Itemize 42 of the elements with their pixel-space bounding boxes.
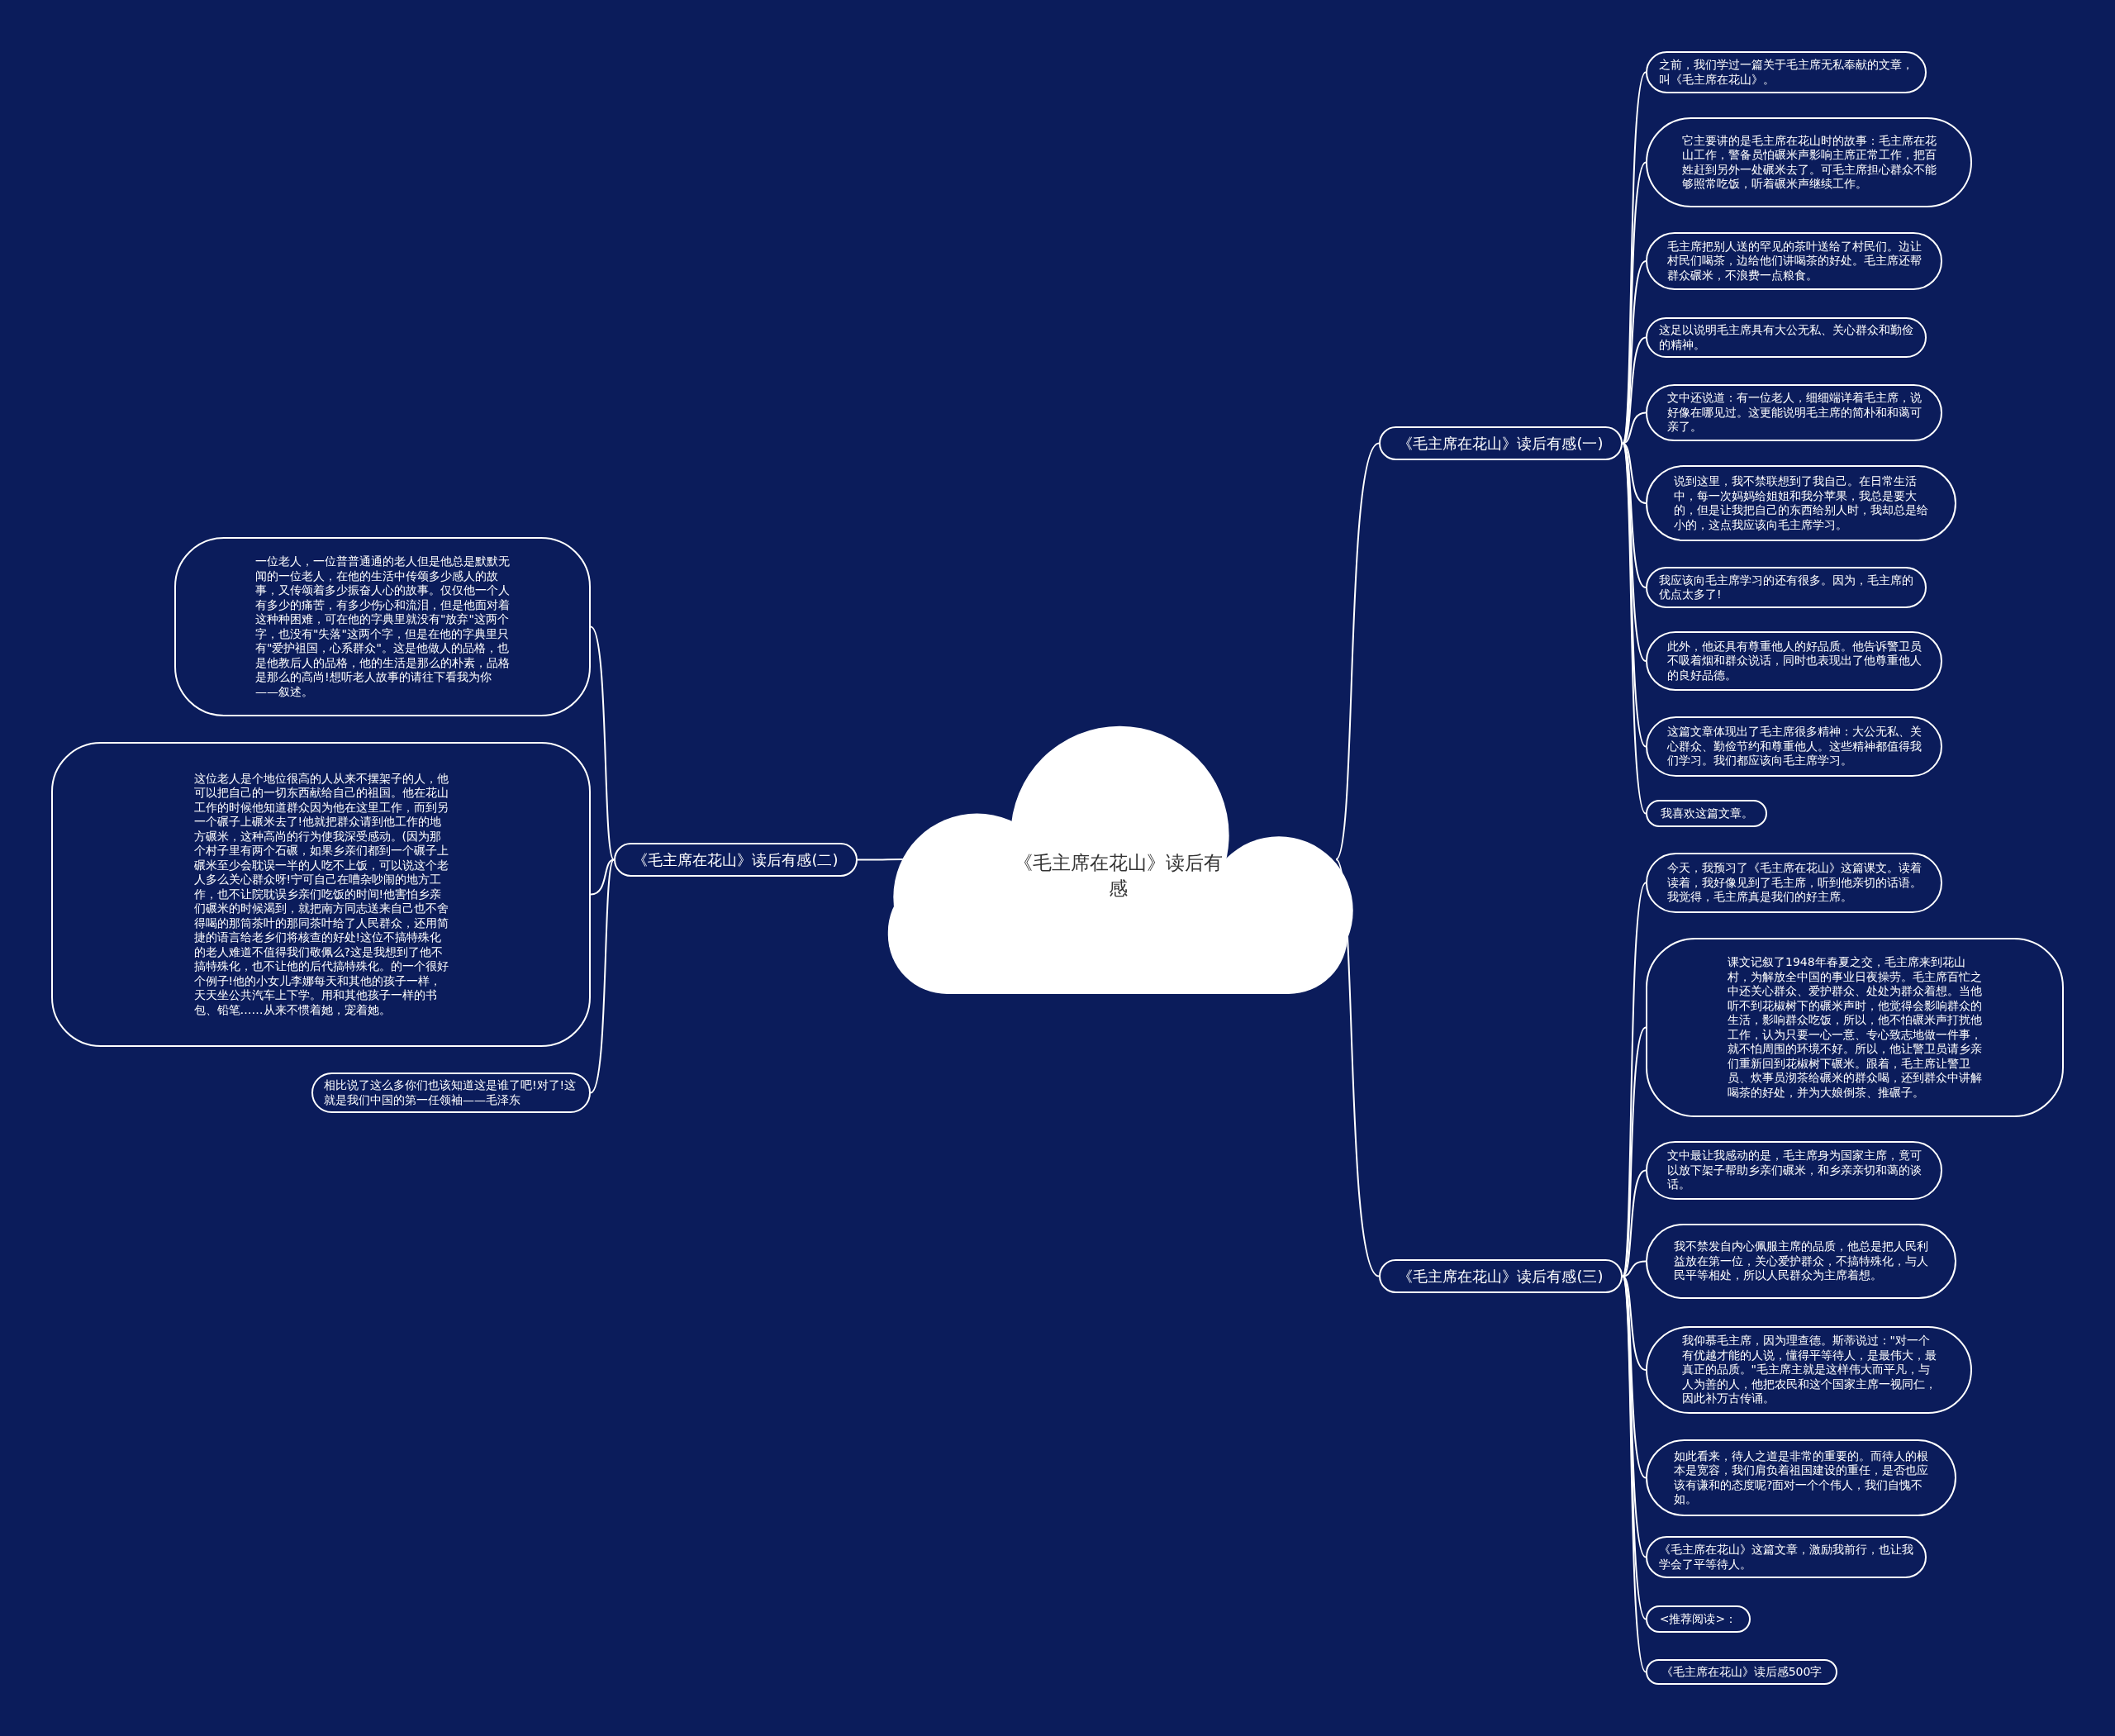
- text-bubble: 文中最让我感动的是，毛主席身为国家主席，竟可以放下架子帮助乡亲们碾米，和乡亲亲切和蔼的谈话。: [1646, 1141, 1942, 1200]
- text-bubble: 课文记叙了1948年春夏之交，毛主席来到花山村，为解放全中国的事业日夜操劳。毛主席百忙之中还关心群众、爱护群众、处处为群众着想。当他听不到花椒树下的碾米声时，他觉得会影响群众的生活，影响群众吃饭，所以，他不怕碾米声打扰他工作，认为只要一心一意、专心致志地做一件事，就不怕周围的环境不好。所以，他让警卫员请乡亲们重新回到花椒树下碾米。跟着，毛主席让警卫员、炊事员沏茶给碾米的群众喝，还到群众中讲解喝茶的好处，并为大娘倒茶、推碾子。: [1646, 938, 2064, 1117]
- text-bubble: 《毛主席在花山》读后感500字: [1646, 1659, 1837, 1685]
- text-bubble: 我应该向毛主席学习的还有很多。因为，毛主席的优点太多了!: [1646, 567, 1927, 608]
- text-bubble: 说到这里，我不禁联想到了我自己。在日常生活中，每一次妈妈给姐姐和我分苹果，我总是要大的，但是让我把自己的东西给别人时，我却总是给小的，这点我应该向毛主席学习。: [1646, 465, 1956, 541]
- branch-topic: 《毛主席在花山》读后有感(三): [1379, 1259, 1623, 1293]
- connector-line: [1622, 1169, 1647, 1277]
- text-bubble: 此外，他还具有尊重他人的好品质。他告诉警卫员不吸着烟和群众说话，同时也表现出了他尊重他人的良好品德。: [1646, 631, 1942, 691]
- text-bubble: 如此看来，待人之道是非常的重要的。而待人的根本是宽容，我们肩负着祖国建设的重任，是否也应该有谦和的态度呢?面对一个个伟人，我们自愧不如。: [1646, 1439, 1956, 1516]
- connector-line: [1622, 442, 1647, 588]
- text-bubble: 《毛主席在花山》这篇文章，激励我前行，也让我学会了平等待人。: [1646, 1536, 1927, 1578]
- text-bubble: 它主要讲的是毛主席在花山时的故事：毛主席在花山工作，警备员怕碾米声影响主席正常工作，把百姓赶到另外一处碾米去了。可毛主席担心群众不能够照常吃饭，听着碾米声继续工作。: [1646, 117, 1972, 207]
- connector-line: [857, 858, 905, 861]
- text-bubble: 这足以说明毛主席具有大公无私、关心群众和勤俭的精神。: [1646, 317, 1927, 358]
- connector-line: [1335, 442, 1380, 860]
- text-bubble: 文中还说道：有一位老人，细细端详着毛主席，说好像在哪见过。这更能说明毛主席的简朴和和蔼可亲了。: [1646, 384, 1942, 441]
- text-bubble: 相比说了这么多你们也该知道这是谁了吧!对了!这就是我们中国的第一任领袖——毛泽东: [311, 1073, 591, 1113]
- connector-line: [1622, 1275, 1647, 1371]
- text-bubble: 毛主席把别人送的罕见的茶叶送给了村民们。边让村民们喝茶，边给他们讲喝茶的好处。毛主席还帮群众碾米，不浪费一点粮食。: [1646, 232, 1942, 290]
- branch-topic: 《毛主席在花山》读后有感(一): [1379, 426, 1623, 460]
- text-bubble: 这篇文章体现出了毛主席很多精神：大公无私、关心群众、勤俭节约和尊重他人。这些精神都值得我们学习。我们都应该向毛主席学习。: [1646, 716, 1942, 777]
- text-bubble: <推荐阅读>：: [1646, 1605, 1751, 1633]
- central-topic-cloud: 《毛主席在花山》读后有感: [880, 725, 1356, 994]
- connector-line: [1622, 442, 1647, 815]
- text-bubble: 我仰慕毛主席，因为理查德。斯蒂说过："对一个有优越才能的人说，懂得平等待人，是最伟大，最真正的品质。"毛主席主就是这样伟大而平凡，与人为善的人，他把农民和这个国家主席一视同仁，因此补万古传诵。: [1646, 1326, 1972, 1414]
- connector-line: [1622, 442, 1647, 504]
- connector-line: [590, 625, 615, 861]
- connector-line: [1622, 1026, 1647, 1277]
- connector-line: [590, 858, 615, 1094]
- connector-line: [1622, 1275, 1647, 1479]
- connector-line: [590, 858, 615, 896]
- connector-line: [1622, 336, 1647, 445]
- text-bubble: 我不禁发自内心佩服主席的品质，他总是把人民利益放在第一位，关心爱护群众，不搞特殊化，与人民平等相处，所以人民群众为主席着想。: [1646, 1224, 1956, 1299]
- connector-line: [1622, 442, 1647, 662]
- connector-line: [1622, 411, 1647, 445]
- text-bubble: 今天，我预习了《毛主席在花山》这篇课文。读着读着，我好像见到了毛主席，听到他亲切的话语。我觉得，毛主席真是我们的好主席。: [1646, 853, 1942, 913]
- text-bubble: 一位老人，一位普普通通的老人但是他总是默默无闻的一位老人，在他的生活中传颂多少感人的故事，又传颂着多少振奋人心的故事。仅仅他一个人有多少的痛苦，有多少伤心和流泪，但是他面对着这种种困难，可在他的字典里就没有"放弃"这两个字，也没有"失落"这两个字，但是在他的字典里只有"爱护祖国，心系群众"。这是他做人的品格，也是他教后人的品格，他的生活是那么的朴素，品格是那么的高尚!想听老人故事的请往下看我为你——叙述。: [174, 537, 591, 716]
- branch-topic: 《毛主席在花山》读后有感(二): [614, 843, 858, 877]
- text-bubble: 我喜欢这篇文章。: [1646, 800, 1767, 827]
- text-bubble: 之前，我们学过一篇关于毛主席无私奉献的文章，叫《毛主席在花山》。: [1646, 51, 1927, 93]
- connector-line: [1622, 1260, 1647, 1277]
- text-bubble: 这位老人是个地位很高的人从来不摆架子的人，他可以把自己的一切东西献给自己的祖国。他在花山工作的时候他知道群众因为他在这里工作，而到另一个碾子上碾米去了!他就把群众请到他工作的地方碾米，这种高尚的行为使我深受感动。(因为那个村子里有两个石碾，如果乡亲们都到一个碾子上碾米至少会耽误一半的人吃不上饭，可以说这个老人多么关心群众呀!宁可自己在嘈杂吵闹的地方工作，也不让院耽误乡亲们吃饭的时间!他害怕乡亲们碾米的时候渴到，就把南方同志送来自己也不舍得喝的那筒茶叶的那同茶叶给了人民群众，还用简捷的语言给老乡们将核查的好处!这位不搞特殊化的老人难道不值得我们敬佩么?这是我想到了他不搞特殊化，也不让他的后代搞特殊化。的一个很好个例子!他的小女儿李娜每天和其他的孩子一样，天天坐公共汽车上下学。用和其他孩子一样的书包、铅笔……从来不惯着她，宠着她。: [51, 742, 591, 1047]
